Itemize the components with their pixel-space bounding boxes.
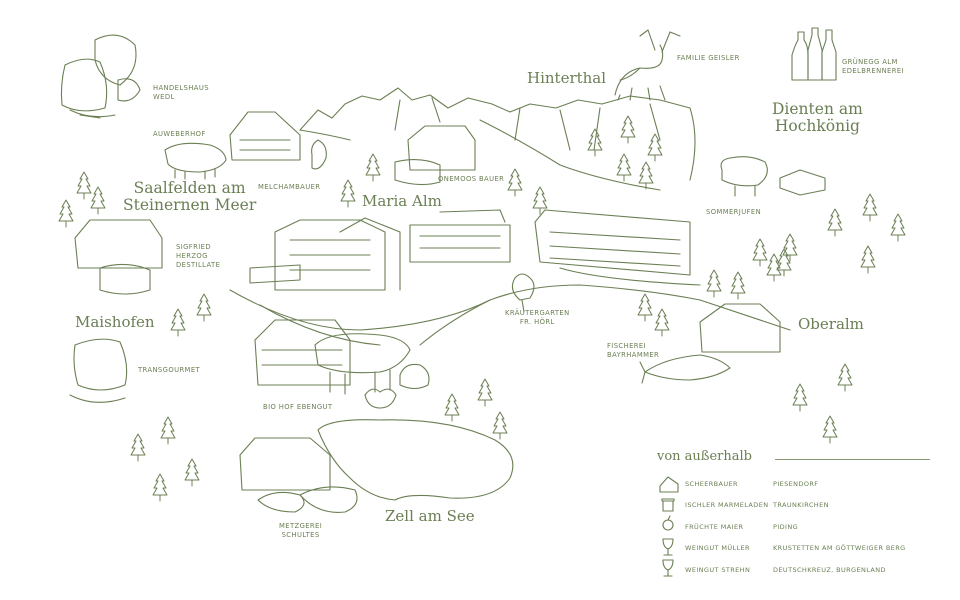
jam-jar-icon (661, 498, 675, 512)
town-dienten: Dienten am Hochkönig (772, 100, 863, 135)
zell-lake (317, 419, 514, 501)
label-fischerei-bayrhammer: FISCHEREI BAYRHAMMER (607, 342, 660, 359)
town-hinterthal: Hinterthal (527, 69, 607, 87)
wine-glass-icon (662, 559, 674, 577)
chicken-icon (399, 363, 430, 390)
town-maishofen: Maishofen (75, 313, 155, 331)
eggs-icon (364, 388, 397, 409)
label-metzgerei-schultes: METZGEREI SCHULTES (279, 522, 323, 539)
milk-jugs-icon (311, 139, 327, 170)
legend-item-place: TRAUNKIRCHEN (773, 501, 829, 509)
label-melchambauer: MELCHAMBAUER (258, 183, 321, 191)
farmhouse (239, 437, 331, 491)
legend-item-name: WEINGUT STREHN (685, 566, 751, 574)
label-sommerjufen: SOMMERJUFEN (706, 208, 762, 216)
grain-sack-icon (69, 338, 128, 403)
legend-item: ISCHLER MARMELADEN TRAUNKIRCHEN (655, 496, 935, 514)
legend-item-place: PIESENDORF (773, 480, 819, 488)
legend-item-name: FRÜCHTE MAIER (685, 523, 744, 531)
pig-icon (164, 142, 227, 180)
town-saalfelden: Saalfelden am Steinernen Meer (123, 179, 257, 214)
legend-item: FRÜCHTE MAIER PIDING (655, 518, 935, 536)
barn (254, 319, 351, 386)
grain-sack-icon (60, 34, 141, 119)
legend-item-place: DEUTSCHKREUZ, BURGENLAND (773, 566, 886, 574)
cheese-icon (659, 476, 679, 493)
label-gruenegg-alm: GRÜNEGG ALM EDELBRENNEREI (842, 58, 904, 75)
legend-item-place: PIDING (773, 523, 799, 531)
fish-icon (639, 354, 731, 384)
butter-icon (779, 169, 826, 196)
apple-icon (662, 515, 674, 531)
legend-item: WEINGUT MÜLLER KRUSTETTEN AM GÖTTWEIGER … (655, 539, 935, 557)
label-transgourmet: TRANSGOURMET (138, 366, 201, 374)
farmhouse (74, 219, 163, 295)
legend-item-name: ISCHLER MARMELADEN (685, 501, 769, 509)
maria-alm-hotel (249, 209, 691, 291)
legend-item: WEINGUT STREHN DEUTSCHKREUZ, BURGENLAND (655, 561, 935, 579)
label-handelshaus-wedl: HANDELSHAUS WEDL (153, 84, 209, 101)
label-kraeutergarten: KRÄUTERGARTEN FR. HÖRL (505, 309, 570, 326)
legend-item-place: KRUSTETTEN AM GÖTTWEIGER BERG (773, 544, 906, 552)
farmhouse (394, 125, 476, 186)
town-maria-alm: Maria Alm (362, 192, 442, 210)
legend-item-name: WEINGUT MÜLLER (685, 544, 750, 552)
mountain-range (299, 87, 691, 131)
wine-glass-icon (662, 538, 674, 556)
trees (58, 115, 906, 502)
label-bio-hof-ebengut: BIO HOF EBENGUT (263, 403, 333, 411)
legend-item-name: SCHEERBAUER (685, 480, 738, 488)
town-zell-am-see: Zell am See (385, 507, 475, 525)
label-onemoos-bauer: ONEMOOS BAUER (438, 175, 505, 183)
label-sigfried-herzog: SIGFRIED HERZOG DESTILLATE (176, 243, 221, 269)
bottles-icon (791, 27, 837, 81)
town-oberalm: Oberalm (798, 315, 864, 333)
farmhouse (229, 111, 301, 161)
legend-title: von außerhalb (657, 449, 752, 464)
legend-item: SCHEERBAUER PIESENDORF (655, 475, 935, 493)
legend-divider (775, 459, 930, 460)
label-familie-geisler: FAMILIE GEISLER (677, 54, 740, 62)
meat-icon (299, 486, 358, 513)
sheep-icon (720, 156, 768, 197)
meat-icon (257, 491, 305, 513)
deer-icon (614, 29, 681, 101)
herbs-icon (511, 273, 535, 313)
cow-icon (314, 333, 411, 395)
label-auweberhof: AUWEBERHOF (153, 130, 206, 138)
farmhouse (699, 303, 781, 353)
